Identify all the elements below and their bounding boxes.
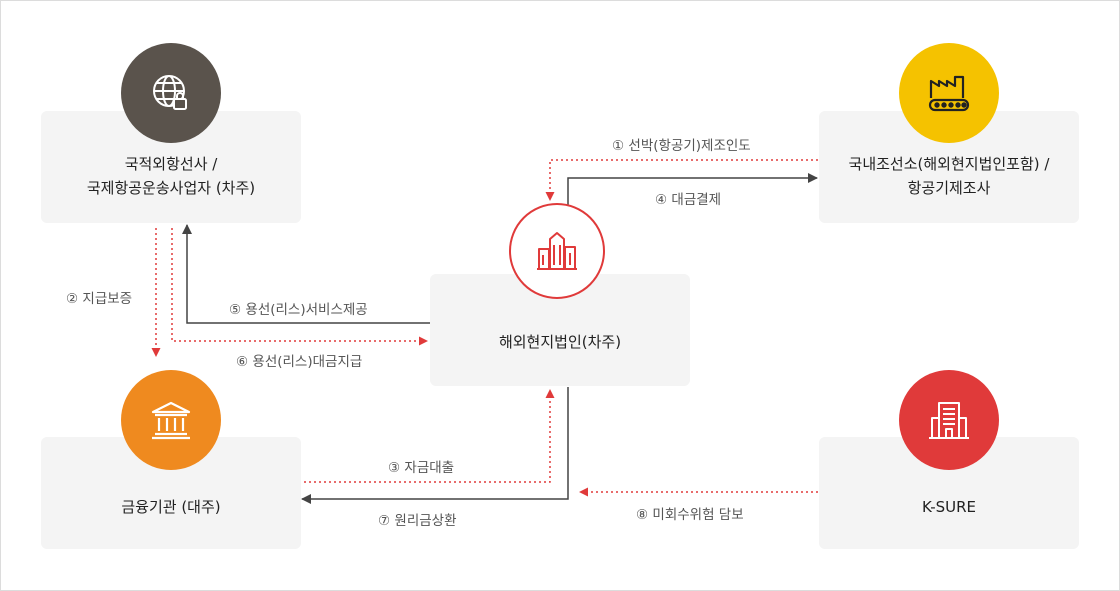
bank-label: 금융기관 (대주) <box>121 498 221 516</box>
edge-4-line <box>567 173 818 205</box>
edge-3-label: ③ 자금대출 <box>388 460 455 476</box>
ksure-icon-circle <box>899 370 999 470</box>
edge-3-line <box>304 389 555 483</box>
ksure-label: K-SURE <box>921 498 977 516</box>
airline-label-line2: 국제항공운송사업자 (차주) <box>86 179 256 197</box>
globe-lock-icon <box>153 75 187 110</box>
airline-label-line1: 국적외항선사 / <box>124 155 218 173</box>
edge-7-line <box>301 387 569 504</box>
edge-7-label: ⑦ 원리금상환 <box>378 513 457 529</box>
edge-8-label: ⑧ 미회수위험 담보 <box>636 507 744 523</box>
office-tower-icon <box>929 402 969 439</box>
local-corp-label: 해외현지법인(차주) <box>498 333 622 351</box>
bank-icon <box>151 401 191 440</box>
edge-4-label: ④ 대금결제 <box>655 192 722 208</box>
edge-5-label: ⑤ 용선(리스)서비스제공 <box>229 302 368 318</box>
shipyard-label-line1: 국내조선소(해외현지법인포함) / <box>848 155 1050 173</box>
local-corp-icon-circle <box>509 203 605 299</box>
shipyard-label-line2: 항공기제조사 <box>907 179 991 197</box>
shipyard-icon-circle <box>899 43 999 143</box>
factory-conveyor-icon <box>928 75 970 112</box>
edge-6-line <box>171 228 428 346</box>
edge-6-label: ⑥ 용선(리스)대금지급 <box>236 354 363 370</box>
airline-icon-circle <box>121 43 221 143</box>
bank-icon-circle <box>121 370 221 470</box>
edge-1-label: ① 선박(항공기)제조인도 <box>612 138 751 154</box>
edge-2-label: ② 지급보증 <box>66 291 133 307</box>
local-corp-box: 해외현지법인(차주) <box>430 274 690 386</box>
edge-5-line <box>182 224 430 324</box>
office-buildings-icon <box>537 232 577 270</box>
